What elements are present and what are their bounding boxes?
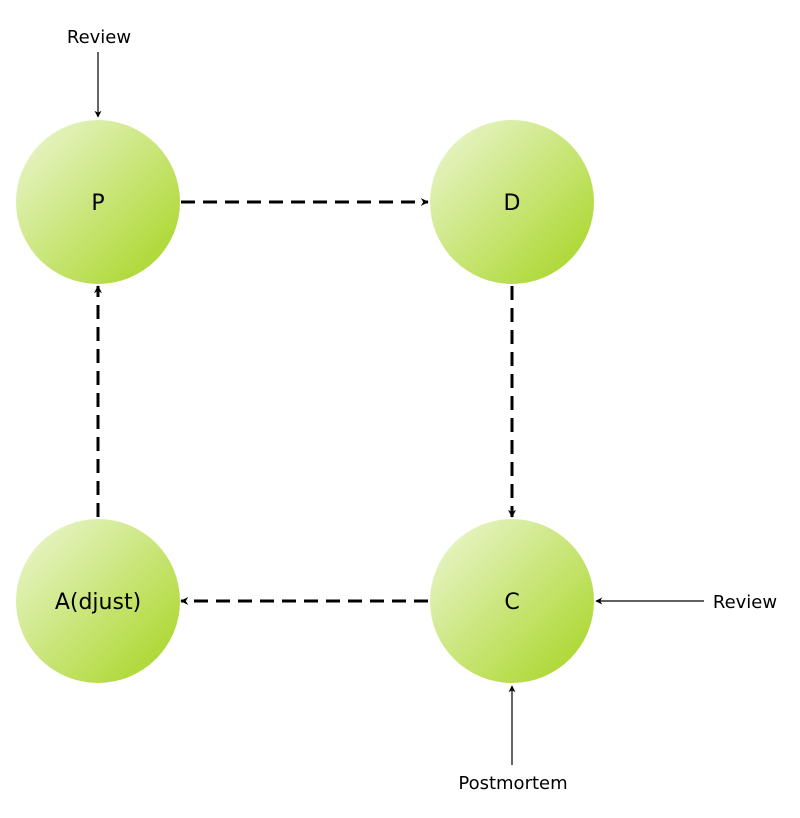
review-label-right: Review	[713, 592, 777, 613]
node-plan: P	[16, 120, 180, 284]
node-adjust: A(djust)	[16, 519, 180, 683]
node-check-label: C	[504, 590, 519, 615]
node-check: C	[430, 519, 594, 683]
postmortem-label: Postmortem	[458, 773, 567, 794]
node-plan-label: P	[91, 191, 104, 216]
node-do-label: D	[504, 191, 521, 216]
node-adjust-label: A(djust)	[55, 590, 141, 615]
review-label-top: Review	[67, 27, 131, 48]
node-do: D	[430, 120, 594, 284]
